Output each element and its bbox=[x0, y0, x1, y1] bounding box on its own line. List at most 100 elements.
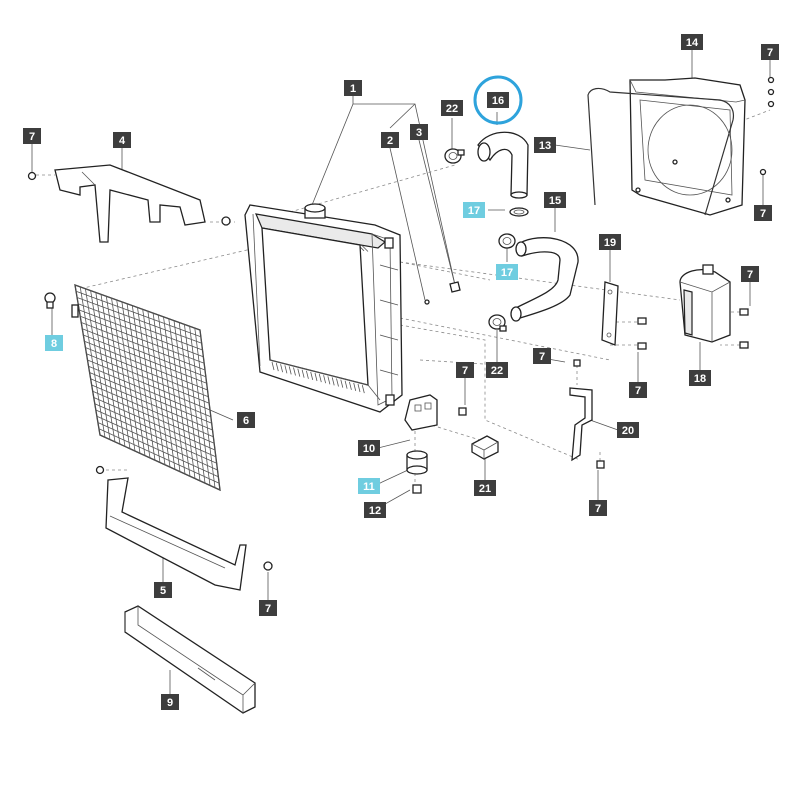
part-3-clip bbox=[449, 281, 461, 293]
callout-4[interactable]: 4 bbox=[113, 132, 131, 148]
bolts-19 bbox=[637, 317, 647, 350]
svg-text:10: 10 bbox=[363, 443, 375, 455]
part-1-radiator bbox=[244, 203, 403, 413]
svg-text:19: 19 bbox=[604, 237, 616, 249]
part-18-expansion-tank bbox=[679, 264, 731, 343]
svg-text:8: 8 bbox=[51, 338, 57, 350]
callout-12[interactable]: 12 bbox=[364, 502, 386, 518]
part-21-foam-pad bbox=[471, 435, 499, 460]
svg-text:7: 7 bbox=[595, 503, 601, 515]
bolt-20b bbox=[596, 460, 605, 469]
part-22-clamp-lower bbox=[488, 314, 507, 332]
callout-7-mount[interactable]: 7 bbox=[456, 362, 474, 378]
callout-1[interactable]: 1 bbox=[344, 80, 362, 96]
selected-callout-ring bbox=[473, 75, 523, 125]
callout-9[interactable]: 9 bbox=[161, 694, 179, 710]
svg-text:7: 7 bbox=[539, 351, 545, 363]
svg-text:14: 14 bbox=[686, 37, 699, 49]
callout-21[interactable]: 21 bbox=[474, 480, 496, 496]
assembly-lines bbox=[30, 109, 771, 490]
part-10-mount-bracket bbox=[404, 394, 438, 431]
callout-17-lower[interactable]: 17 bbox=[496, 264, 518, 280]
svg-text:18: 18 bbox=[694, 373, 706, 385]
part-14-fan-shroud bbox=[629, 77, 746, 216]
svg-text:17: 17 bbox=[501, 267, 513, 279]
part-4-upper-bracket bbox=[54, 164, 206, 243]
svg-text:15: 15 bbox=[549, 195, 561, 207]
callout-7-top-left[interactable]: 7 bbox=[23, 128, 41, 144]
svg-text:17: 17 bbox=[468, 205, 480, 217]
callout-6[interactable]: 6 bbox=[237, 412, 255, 428]
part-9-foam-strip bbox=[124, 605, 256, 714]
callout-7-bracket-20-bottom[interactable]: 7 bbox=[589, 500, 607, 516]
callout-17-upper[interactable]: 17 bbox=[463, 202, 485, 218]
callout-5[interactable]: 5 bbox=[154, 582, 172, 598]
svg-text:21: 21 bbox=[479, 483, 491, 495]
svg-text:7: 7 bbox=[29, 131, 35, 143]
svg-text:3: 3 bbox=[416, 127, 422, 139]
svg-text:4: 4 bbox=[119, 135, 126, 147]
part-19-bracket bbox=[601, 281, 619, 346]
callout-3[interactable]: 3 bbox=[410, 124, 428, 140]
bolt-5a bbox=[95, 465, 105, 475]
bolt-20a bbox=[573, 359, 581, 367]
bolt-10 bbox=[458, 407, 467, 416]
part-17-clamp-lower bbox=[498, 233, 516, 249]
callout-2[interactable]: 2 bbox=[381, 132, 399, 148]
bolt-4a bbox=[27, 171, 37, 181]
part-12-nut bbox=[412, 484, 422, 494]
callout-19[interactable]: 19 bbox=[599, 234, 621, 250]
part-20-bracket bbox=[569, 387, 593, 462]
svg-text:7: 7 bbox=[462, 365, 468, 377]
callout-22-upper[interactable]: 22 bbox=[441, 100, 463, 116]
bolt-4b bbox=[221, 216, 231, 226]
callout-7-lower-bracket[interactable]: 7 bbox=[259, 600, 277, 616]
callout-10[interactable]: 10 bbox=[358, 440, 380, 456]
svg-text:7: 7 bbox=[747, 269, 753, 281]
callout-16[interactable]: 16 bbox=[487, 92, 509, 108]
callout-7-shroud-bottom[interactable]: 7 bbox=[754, 205, 772, 221]
svg-text:9: 9 bbox=[167, 697, 173, 709]
svg-text:7: 7 bbox=[265, 603, 271, 615]
svg-text:11: 11 bbox=[363, 481, 375, 493]
svg-text:20: 20 bbox=[622, 425, 634, 437]
bolts-14 bbox=[759, 76, 775, 176]
callout-18[interactable]: 18 bbox=[689, 370, 711, 386]
callout-13[interactable]: 13 bbox=[534, 137, 556, 153]
svg-text:7: 7 bbox=[767, 47, 773, 59]
part-6-mesh-screen bbox=[71, 284, 221, 492]
svg-text:5: 5 bbox=[160, 585, 166, 597]
svg-text:1: 1 bbox=[350, 83, 356, 95]
svg-text:16: 16 bbox=[492, 95, 504, 107]
svg-text:7: 7 bbox=[635, 385, 641, 397]
svg-text:7: 7 bbox=[760, 208, 766, 220]
part-17-clamp-upper bbox=[509, 207, 529, 217]
callout-15[interactable]: 15 bbox=[544, 192, 566, 208]
part-5-lower-bracket bbox=[105, 477, 247, 591]
leader-lines bbox=[31, 50, 771, 694]
bolts-18 bbox=[739, 308, 749, 349]
callout-7-bracket-19[interactable]: 7 bbox=[629, 382, 647, 398]
callout-7-bracket-20-top[interactable]: 7 bbox=[533, 348, 551, 364]
svg-text:22: 22 bbox=[491, 365, 503, 377]
callout-8[interactable]: 8 bbox=[45, 335, 63, 351]
part-2-clip bbox=[424, 299, 430, 305]
callout-11[interactable]: 11 bbox=[358, 478, 380, 494]
callout-14[interactable]: 14 bbox=[681, 34, 703, 50]
part-13-shroud-seal bbox=[587, 87, 735, 216]
svg-text:13: 13 bbox=[539, 140, 551, 152]
part-16-upper-hose bbox=[477, 131, 529, 199]
callout-7-shroud-top[interactable]: 7 bbox=[761, 44, 779, 60]
part-15-lower-hose bbox=[510, 237, 579, 322]
svg-text:12: 12 bbox=[369, 505, 381, 517]
part-11-rubber-mount bbox=[406, 450, 428, 475]
part-22-clamp-upper bbox=[444, 148, 465, 164]
callout-20[interactable]: 20 bbox=[617, 422, 639, 438]
svg-text:6: 6 bbox=[243, 415, 249, 427]
callout-22-lower[interactable]: 22 bbox=[486, 362, 508, 378]
bolt-5b bbox=[263, 561, 273, 571]
callout-7-tank[interactable]: 7 bbox=[741, 266, 759, 282]
svg-text:2: 2 bbox=[387, 135, 393, 147]
